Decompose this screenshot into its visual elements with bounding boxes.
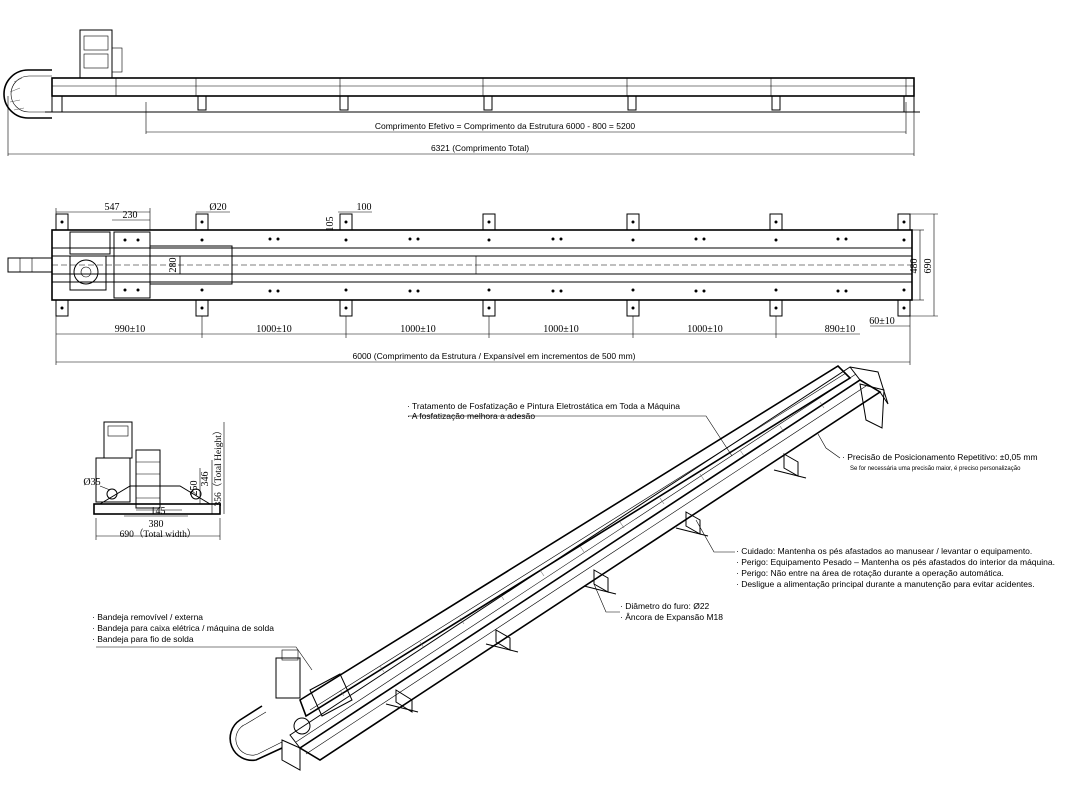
dim-690: 690 (923, 259, 934, 274)
warning-line: · Cuidado: Mantenha os pés afastados ao … (736, 546, 1032, 556)
motor-circle (73, 259, 99, 285)
coating-note-line: · A fosfatização melhora a adesão (407, 411, 535, 421)
dim-145: 145 (151, 506, 166, 517)
dim-100: 100 (357, 202, 372, 213)
tray-note-line: · Bandeja para fio de solda (92, 634, 194, 644)
dim-280: 280 (168, 258, 179, 273)
precision-subnote: Se for necessária uma precisão maior, é … (850, 466, 1021, 472)
iso-motor (275, 657, 301, 699)
dim-380: 380 (149, 519, 164, 530)
drag-chain-loop (3, 69, 52, 119)
warning-line: · Perigo: Não entre na área de rotação d… (736, 568, 1004, 578)
dim-480: 480 (909, 259, 920, 274)
dim-250: 250 (189, 481, 200, 496)
spacing-label: 1000±10 (256, 324, 292, 335)
dim-d20: Ø20 (209, 202, 226, 213)
dim-60: 60±10 (869, 316, 895, 327)
annotations: · Tratamento de Fosfatização e Pintura E… (92, 401, 1055, 644)
spacing-label: 990±10 (115, 324, 146, 335)
leader-anchor (593, 583, 620, 613)
total-length-label: 6321 (Comprimento Total) (431, 143, 529, 153)
tray-note-line: · Bandeja removível / externa (92, 612, 203, 622)
iso-rail-top (289, 366, 861, 749)
side-view: Comprimento Efetivo = Comprimento da Est… (3, 29, 920, 156)
dim-356: 356（Total Height） (212, 426, 224, 507)
structure-length-label: 6000 (Comprimento da Estrutura / Expansí… (353, 351, 636, 361)
warning-line: · Desligue a alimentação principal duran… (736, 579, 1035, 589)
dim-690-width: 690（Total width） (120, 528, 197, 540)
tray-note-line: · Bandeja para caixa elétrica / máquina … (92, 623, 274, 633)
isometric-view (96, 364, 889, 771)
dim-230: 230 (123, 210, 138, 221)
anchor-note-line: · Diâmetro do furo: Ø22 (620, 601, 710, 611)
leader-trays (96, 646, 313, 671)
spacing-label: 1000±10 (543, 324, 579, 335)
drag-chain-plan (7, 257, 53, 273)
warning-line: · Perigo: Equipamento Pesado – Mantenha … (736, 557, 1055, 567)
spacing-label: 890±10 (825, 324, 856, 335)
dim-547: 547 (105, 202, 120, 213)
spacing-label: 1000±10 (687, 324, 723, 335)
leader-precision (817, 433, 841, 459)
carriage-plate (149, 245, 233, 285)
precision-note: · Precisão de Posicionamento Repetitivo:… (842, 452, 1038, 462)
dim-105: 105 (325, 217, 336, 232)
dim-d35: Ø35 (83, 477, 100, 488)
spacing-label: 1000±10 (400, 324, 436, 335)
iso-drag-chain (229, 705, 283, 762)
coating-note-line: · Tratamento de Fosfatização e Pintura E… (407, 401, 680, 411)
iso-carriage (309, 673, 353, 717)
anchor-note-line: · Âncora de Expansão M18 (620, 612, 723, 622)
bolt-holes (60, 220, 906, 310)
effective-length-label: Comprimento Efetivo = Comprimento da Est… (375, 121, 636, 131)
drag-chain-end (135, 449, 161, 509)
leader-coating (408, 415, 733, 457)
end-view: Ø35 250 346 356（Total Height） 145 380 69… (83, 421, 225, 540)
plan-view: 547 230 Ø20 105 100 280 480 690 990±10 1… (7, 202, 938, 365)
dim-346: 346 (200, 472, 211, 487)
leader-warnings (695, 519, 735, 553)
